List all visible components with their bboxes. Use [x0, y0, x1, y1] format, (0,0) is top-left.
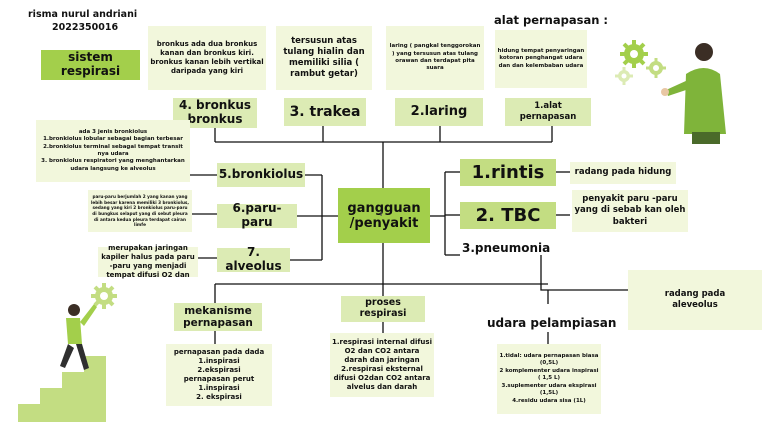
trakea-label: 3. trakea — [284, 98, 366, 126]
tbc-label: 2. TBC — [460, 202, 556, 229]
author-name: risma nurul andriani — [28, 9, 138, 20]
pneumonia-label: 3.pneumonia — [462, 241, 551, 255]
rintis-label: 1.rintis — [460, 159, 556, 186]
alat-label: 1.alat pernapasan — [505, 98, 591, 126]
connector-pneumonia-desc — [540, 255, 628, 291]
paru-label: 6.paru- paru — [217, 201, 297, 229]
stairs-icon — [18, 356, 106, 422]
author-id: 2022350016 — [52, 22, 119, 33]
mekanisme-label: mekanisme pernapasan — [174, 303, 262, 331]
gear-icon — [615, 67, 633, 85]
gear-icon — [646, 58, 666, 78]
proses-desc: 1.respirasi internal difusi O2 dan CO2 a… — [330, 333, 434, 397]
bronkus-desc: bronkus ada dua bronkus kanan dan bronku… — [148, 26, 266, 90]
person-stairs-illustration — [18, 283, 117, 422]
laring-desc: laring ( pangkal tenggorokan ) yang ters… — [386, 26, 484, 90]
bronkiolus-desc: ada 3 jenis bronkiolus 1.bronkiolus lobu… — [36, 120, 190, 182]
gear-icon — [91, 283, 117, 309]
udara-desc: 1.tidal: udara pernapasan biasa (0,5L) 2… — [497, 344, 601, 414]
alat-pernapasan-heading: alat pernapasan : — [494, 13, 609, 27]
trakea-desc: tersusun atas tulang hialin dan memiliki… — [276, 26, 372, 90]
person-icon — [661, 43, 726, 144]
proses-label: proses respirasi — [341, 296, 425, 322]
title-label: sistem respirasi — [41, 50, 140, 80]
gear-icon — [620, 40, 648, 68]
mekanisme-desc: pernapasan pada dada 1.inspirasi 2.ekspi… — [166, 344, 272, 406]
udara-label: udara pelampiasan — [487, 316, 617, 330]
tbc-desc: penyakit paru -paru yang di sebab kan ol… — [572, 190, 688, 232]
bronkiolus-label: 5.bronkiolus — [217, 163, 305, 187]
alveolus-desc: merupakan jaringan kapiler halus pada pa… — [98, 244, 198, 279]
alat-desc: hidung tempat penyaringan kotoran pengha… — [495, 30, 587, 88]
center-label: gangguan /penyakit — [338, 188, 430, 243]
person-icon — [60, 304, 97, 370]
laring-label: 2.laring — [395, 98, 483, 126]
alveolus-label: 7. alveolus — [217, 245, 290, 273]
bronkus-label: 4. bronkus bronkus — [173, 98, 257, 128]
pneumonia-desc: radang pada aleveolus — [628, 270, 762, 330]
cursor-marker: I — [380, 211, 383, 218]
rintis-desc: radang pada hidung — [570, 162, 676, 184]
person-gears-illustration — [615, 40, 726, 144]
paru-desc: paru-paru berjumlah 2 yang kanan yang le… — [88, 190, 192, 232]
